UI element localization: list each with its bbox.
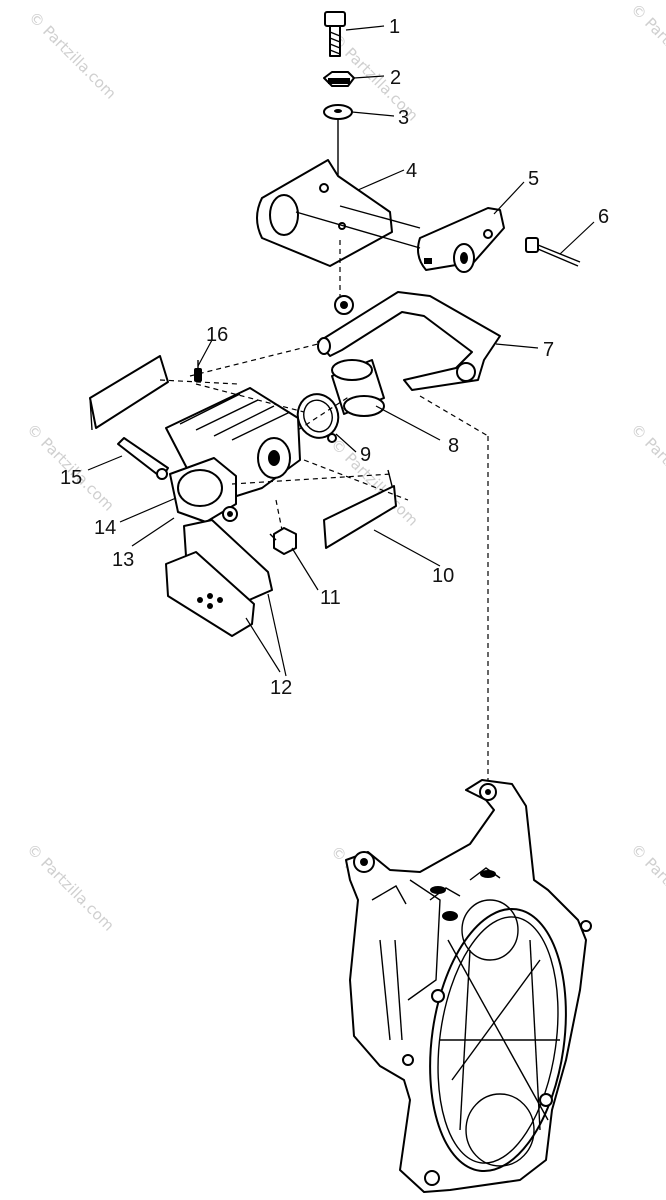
part-hose-fitting	[117, 437, 169, 480]
callout-9: 9	[360, 444, 371, 466]
callouts: 1 2 3 4 5 6 7 8 9 10 11 12 13 14 15 16	[60, 16, 609, 699]
part-screw	[525, 237, 581, 267]
part-snap-ring	[296, 393, 340, 443]
callout-6: 6	[598, 206, 609, 228]
callout-15: 15	[60, 467, 82, 489]
callout-3: 3	[398, 107, 409, 129]
part-shim-left	[89, 355, 169, 431]
assembly-lines	[159, 240, 489, 780]
part-adjuster-nut	[269, 527, 297, 555]
callout-4: 4	[406, 160, 417, 182]
callout-16: 16	[206, 324, 228, 346]
callout-1: 1	[389, 16, 400, 38]
watermark-low-left: © Partzilla.com	[23, 840, 118, 935]
callout-12: 12	[270, 677, 292, 699]
part-bolt	[324, 11, 346, 57]
part-nut	[323, 71, 355, 87]
part-washer	[323, 104, 353, 120]
part-shim-right	[323, 469, 397, 549]
part-pivot-tube	[295, 205, 505, 273]
watermark-top-left: © Partzilla.com	[25, 8, 120, 103]
callout-10: 10	[432, 565, 454, 587]
part-piston-housing	[169, 457, 238, 523]
part-mounting-bracket	[256, 159, 393, 267]
callout-7: 7	[543, 339, 554, 361]
watermarks: © Partzilla.com © Partzilla.com © Partzi…	[23, 0, 666, 937]
part-bushing	[331, 359, 385, 417]
part-brake-pads	[165, 519, 273, 637]
watermark-mid-right: © Partzilla.com	[627, 420, 666, 515]
callout-11: 11	[320, 587, 341, 609]
callout-14: 14	[94, 517, 116, 539]
part-bleeder-screw	[194, 360, 202, 382]
watermark-top-right: © Partzilla.com	[627, 0, 666, 95]
callout-8: 8	[448, 435, 459, 457]
part-frame-bracket	[317, 291, 501, 391]
callout-5: 5	[528, 168, 539, 190]
callout-2: 2	[390, 67, 401, 89]
callout-13: 13	[112, 549, 134, 571]
leader-lines	[87, 25, 595, 677]
watermark-low-right: © Partzilla.com	[627, 840, 666, 935]
part-chaincase-housing	[345, 779, 592, 1193]
